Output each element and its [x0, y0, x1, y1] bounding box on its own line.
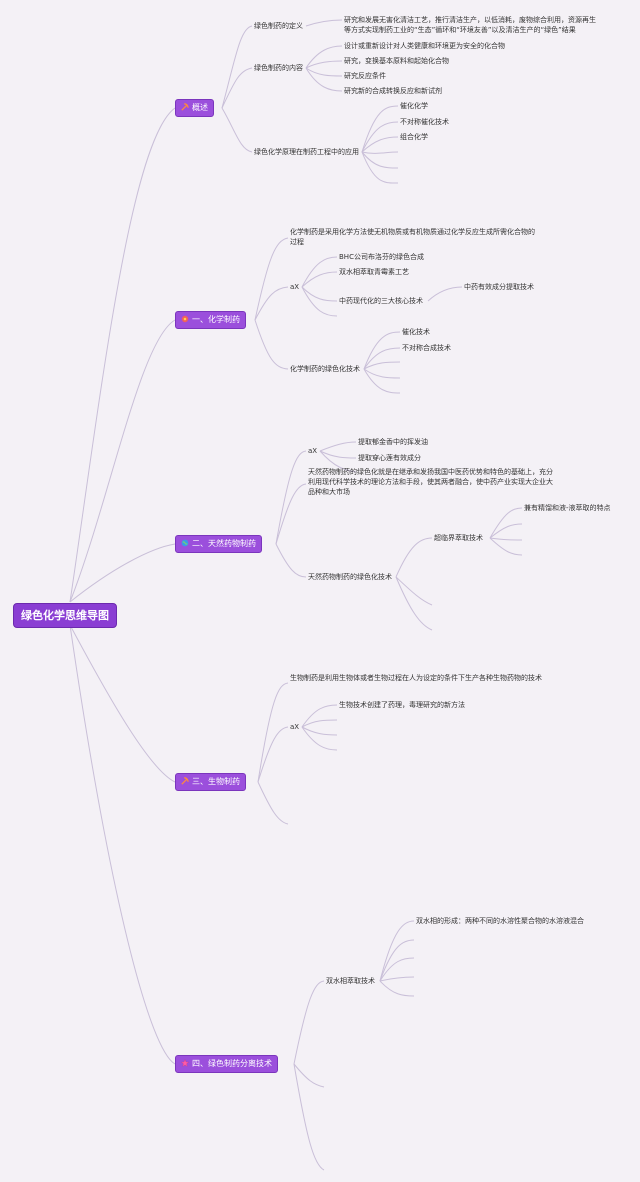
- branch-separation[interactable]: 四、绿色制药分离技术: [175, 1055, 278, 1073]
- chemical-green-item[interactable]: 催化技术: [402, 328, 430, 336]
- chemical-definition[interactable]: 化学制药是采用化学方法使无机物质或有机物质通过化学反应生成所需化合物的过程: [290, 228, 535, 246]
- natural-sfe-label[interactable]: 超临界萃取技术: [434, 534, 483, 542]
- branch-bio[interactable]: 三、生物制药: [175, 773, 246, 791]
- natural-ax-item[interactable]: 提取郁金香中的挥发油: [358, 438, 428, 446]
- overview-content-point[interactable]: 设计或重新设计对人类健康和环境更为安全的化合物: [344, 42, 505, 50]
- branch-chemical[interactable]: 一、化学制药: [175, 311, 246, 329]
- branch-overview-label: 概述: [192, 103, 208, 112]
- overview-content-point[interactable]: 研究新的合成转换反应和新试剂: [344, 87, 442, 95]
- overview-content-point[interactable]: 研究反应条件: [344, 72, 386, 80]
- overview-application-label[interactable]: 绿色化学原理在制药工程中的应用: [254, 148, 359, 156]
- branch-separation-label: 四、绿色制药分离技术: [192, 1059, 272, 1068]
- branch-overview[interactable]: 概述: [175, 99, 214, 117]
- bio-ax-item[interactable]: 生物技术创建了药理，毒理研究的新方法: [339, 701, 465, 709]
- branch-chemical-label: 一、化学制药: [192, 315, 240, 324]
- globe-icon: [181, 539, 189, 547]
- natural-green-label[interactable]: 天然药物制药的绿色化技术: [308, 573, 392, 581]
- overview-content-point[interactable]: 研究，变换基本原料和起始化合物: [344, 57, 449, 65]
- overview-application-point[interactable]: 组合化学: [400, 133, 428, 141]
- natural-sfe-child[interactable]: 兼有精馏和液-液萃取的特点: [524, 504, 611, 512]
- bio-definition[interactable]: 生物制药是利用生物体或者生物过程在人为设定的条件下生产各种生物药物的技术: [290, 674, 542, 682]
- chemical-ax-label[interactable]: aX: [290, 283, 300, 291]
- overview-application-point[interactable]: 不对称催化技术: [400, 118, 449, 126]
- pickaxe-icon: [181, 103, 189, 111]
- chemical-core-child[interactable]: 中药有效成分提取技术: [464, 283, 534, 291]
- branch-bio-label: 三、生物制药: [192, 777, 240, 786]
- natural-ax-label[interactable]: aX: [308, 447, 318, 455]
- chemical-core-label[interactable]: 中药现代化的三大核心技术: [339, 297, 423, 305]
- overview-content-label[interactable]: 绿色制药的内容: [254, 64, 303, 72]
- overview-definition-detail[interactable]: 研究和发展无害化清洁工艺，推行清洁生产，以低消耗，废物综合利用，资源再生等方式实…: [344, 16, 596, 34]
- root-node[interactable]: 绿色化学思维导图: [13, 603, 117, 628]
- natural-ax-item[interactable]: 提取穿心莲有效成分: [358, 454, 421, 462]
- separation-aqueous-child[interactable]: 双水相的形成：两种不同的水溶性聚合物的水溶液混合: [416, 917, 584, 925]
- overview-definition-label[interactable]: 绿色制药的定义: [254, 22, 303, 30]
- pickaxe-icon: [181, 777, 189, 785]
- branch-natural-label: 二、天然药物制药: [192, 539, 256, 548]
- chemical-green-item[interactable]: 不对称合成技术: [402, 344, 451, 352]
- chemical-green-label[interactable]: 化学制药的绿色化技术: [290, 365, 360, 373]
- natural-description[interactable]: 天然药物制药的绿色化就是在继承和发扬我国中医药优势和特色的基础上，充分利用现代科…: [308, 468, 553, 496]
- chemical-ax-item[interactable]: BHC公司布洛芬的绿色合成: [339, 253, 424, 261]
- overview-application-point[interactable]: 催化化学: [400, 102, 428, 110]
- bio-ax-label[interactable]: aX: [290, 723, 300, 731]
- separation-aqueous-label[interactable]: 双水相萃取技术: [326, 977, 375, 985]
- chemical-ax-item[interactable]: 双水相萃取青霉素工艺: [339, 268, 409, 276]
- branch-natural[interactable]: 二、天然药物制药: [175, 535, 262, 553]
- root-label: 绿色化学思维导图: [21, 609, 109, 622]
- star-icon: [181, 1059, 189, 1067]
- flower-icon: [181, 315, 189, 323]
